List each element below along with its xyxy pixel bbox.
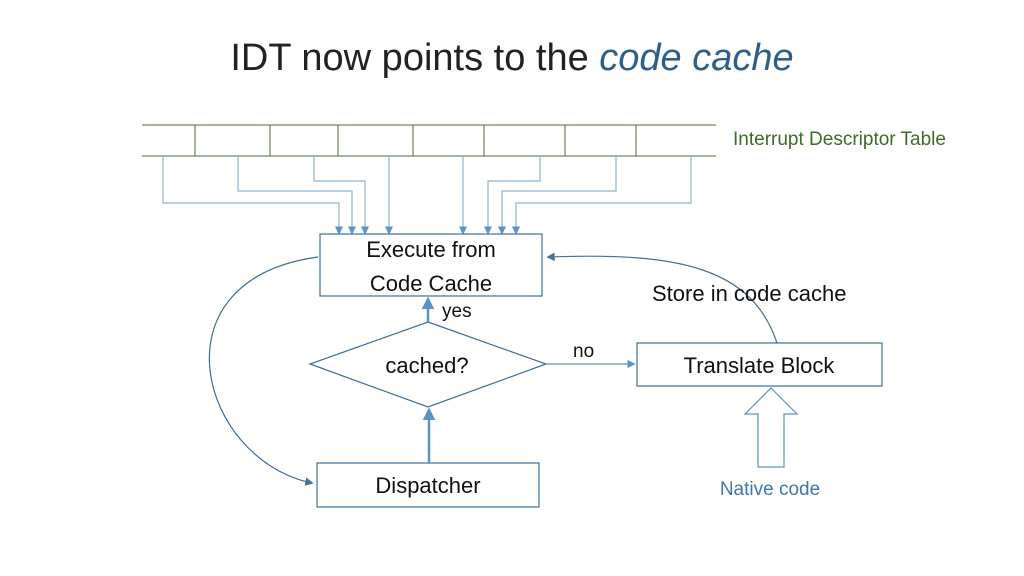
idt-arrow: [497, 156, 617, 235]
store-label: Store in code cache: [652, 281, 846, 306]
no-label: no: [573, 341, 594, 362]
native-code-arrow: [743, 387, 799, 468]
idt-table: [142, 124, 716, 157]
return-to-dispatcher-arrow: [208, 256, 319, 486]
idt-arrow: [313, 156, 370, 235]
dispatcher-label: Dispatcher: [375, 473, 480, 498]
store-arrow: [546, 252, 778, 344]
execute-label-line1: Execute from: [366, 237, 496, 262]
cached-node: cached?: [308, 321, 548, 408]
title-prefix: IDT now points to the: [230, 37, 599, 79]
title-emphasis: code cache: [599, 37, 793, 79]
translate-label: Translate Block: [684, 353, 836, 378]
idt-arrow: [511, 156, 692, 235]
idt-arrow: [483, 156, 541, 235]
idt-arrows: [162, 156, 692, 235]
dispatcher-box: [316, 462, 540, 508]
translate-box: [636, 342, 883, 387]
yes-label: yes: [442, 301, 472, 322]
page-title: IDT now points to the code cache: [230, 37, 793, 79]
cached-diamond: [308, 321, 548, 408]
idt-arrow: [237, 156, 357, 235]
execute-label-line2: Code Cache: [370, 271, 492, 296]
execute-box: [319, 233, 543, 297]
dispatcher-node: Dispatcher: [316, 462, 540, 508]
idt-arrow: [162, 156, 344, 235]
cached-label: cached?: [385, 353, 468, 378]
idt-label: Interrupt Descriptor Table: [733, 129, 946, 150]
execute-node: Execute from Code Cache: [319, 233, 543, 297]
translate-node: Translate Block: [636, 342, 883, 387]
native-code-label: Native code: [720, 479, 820, 500]
